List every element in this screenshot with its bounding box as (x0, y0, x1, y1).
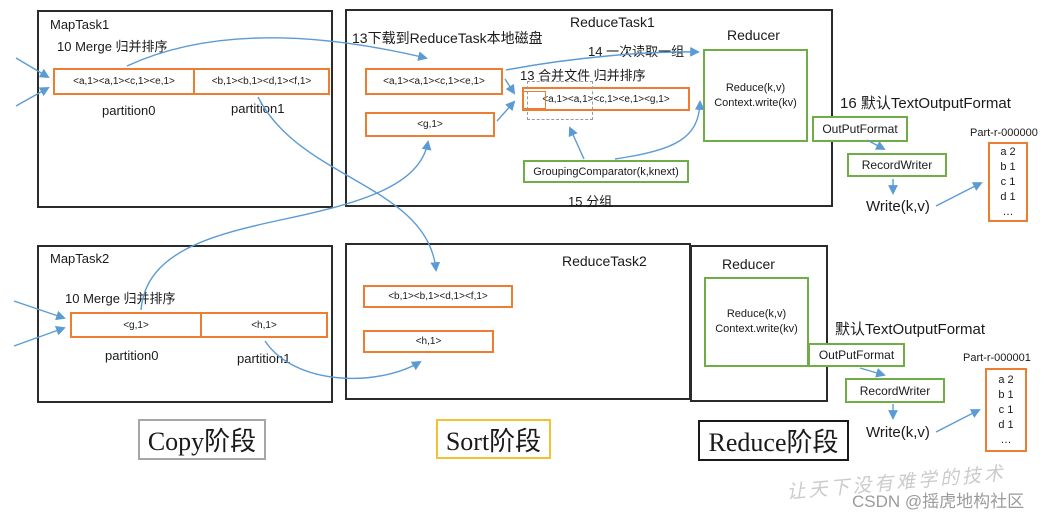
reducetask1-merge-label: 13 合并文件 归并排序 (520, 68, 646, 83)
file2-line: b 1 (998, 388, 1014, 401)
reducetask1-read-group-label: 14 一次读取一组 (588, 44, 685, 59)
reducer2-file-name: Part-r-000001 (963, 352, 1031, 364)
maptask1-partition1-cell: <b,1><b,1><d,1><f,1> (211, 76, 312, 87)
grouping-comparator-box: GroupingComparator(k,knext) (523, 160, 689, 183)
maptask2-partition0-cell: <g,1> (72, 314, 202, 336)
file1-line: a 2 (1000, 145, 1016, 158)
maptask1-title: MapTask1 (50, 17, 110, 32)
file1-line: b 1 (1000, 160, 1016, 173)
reducer1-output-file: a 2 b 1 c 1 d 1 … (988, 142, 1028, 222)
file2-line: … (1000, 433, 1012, 446)
maptask2-merge-label: 10 Merge 归并排序 (65, 291, 176, 306)
reducer1-outputformat-box: OutPutFormat (812, 116, 908, 142)
reducer1-reduce-line2: Context.write(kv) (714, 96, 797, 109)
file1-line: … (1002, 205, 1014, 218)
watermark-csdn: CSDN @摇虎地构社区 (852, 492, 1025, 511)
arrow-write2-to-file2 (935, 409, 981, 433)
maptask1-partition0-cell: <a,1><a,1><c,1><e,1> (55, 70, 195, 93)
maptask2-partition1-label: partition1 (237, 351, 291, 366)
arrow-outputformat2-to-recordwriter2 (859, 367, 886, 378)
reducer2-title: Reducer (722, 256, 775, 272)
reducer2-reduce-line1: Reduce(k,v) (726, 308, 787, 320)
reducetask1-title: ReduceTask1 (570, 14, 655, 30)
copy-stage-label: Copy阶段 (138, 419, 266, 460)
arrow-write1-to-file1 (935, 182, 983, 207)
reducer2-reduce-line2: Context.write(kv) (715, 323, 798, 335)
reducer1-reduce-line1: Reduce(k,v) (725, 81, 786, 94)
file1-line: d 1 (1000, 190, 1016, 203)
reducer2-format-label: 默认TextOutputFormat (835, 321, 986, 338)
maptask2-partition1-cell: <h,1> (251, 319, 277, 331)
reducetask2-spill-h-box: <h,1> (363, 330, 494, 353)
maptask2-title: MapTask2 (50, 251, 110, 266)
reducetask1-spill-g-box: <g,1> (365, 112, 495, 137)
reduce-stage-label: Reduce阶段 (698, 420, 849, 461)
reducer1-format-label: 16 默认TextOutputFormat (840, 95, 1011, 112)
one-group-selection (527, 81, 593, 120)
file2-line: a 2 (998, 373, 1014, 386)
maptask2-partition0-label: partition0 (105, 348, 159, 363)
reducer1-file-name: Part-r-000000 (970, 127, 1038, 139)
group-label: 15 分组 (568, 194, 613, 209)
reducetask1-download-label: 13下载到ReduceTask本地磁盘 (352, 30, 543, 46)
reducetask1-spill-a-box: <a,1><a,1><c,1><e,1> (365, 68, 503, 95)
file2-line: d 1 (998, 418, 1014, 431)
merged-group-highlight (522, 91, 546, 109)
file2-line: c 1 (998, 403, 1014, 416)
file1-line: c 1 (1000, 175, 1016, 188)
reducer2-write-label: Write(k,v) (866, 424, 930, 441)
reducer1-reduce-box: Reduce(k,v) Context.write(kv) (703, 49, 808, 142)
reducetask2-title: ReduceTask2 (562, 253, 647, 269)
reducer1-recordwriter-box: RecordWriter (847, 153, 947, 177)
reducer1-write-label: Write(k,v) (866, 198, 930, 215)
reducer2-outputformat-box: OutPutFormat (808, 343, 905, 367)
reducer2-recordwriter-box: RecordWriter (845, 378, 945, 403)
sort-stage-label: Sort阶段 (436, 419, 551, 459)
maptask2-partition-row: <g,1> <h,1> (70, 312, 328, 338)
maptask1-partition1-label: partition1 (231, 101, 285, 116)
maptask1-partition0-label: partition0 (102, 103, 156, 118)
reducer2-reduce-box: Reduce(k,v) Context.write(kv) (704, 277, 809, 367)
maptask1-merge-label: 10 Merge 归并排序 (57, 39, 168, 54)
reducer1-title: Reducer (727, 27, 780, 43)
reducetask2-spill-b-box: <b,1><b,1><d,1><f,1> (363, 285, 513, 308)
reducer2-output-file: a 2 b 1 c 1 d 1 … (985, 368, 1027, 452)
maptask1-partition-row: <a,1><a,1><c,1><e,1> <b,1><b,1><d,1><f,1… (53, 68, 330, 95)
